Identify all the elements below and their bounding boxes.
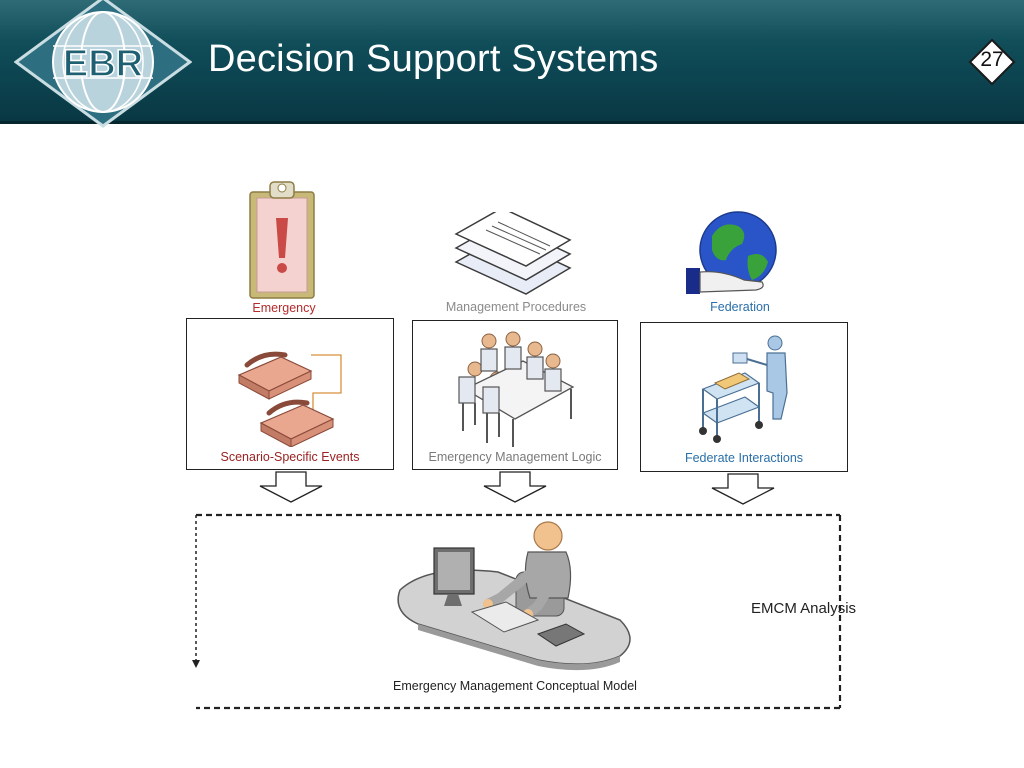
header-shine <box>0 0 1024 40</box>
ebr-logo: EBR <box>14 0 192 128</box>
logo-text: EBR <box>63 43 143 85</box>
page-number: 27 <box>980 48 1004 71</box>
clipboard-alert-icon <box>249 181 315 299</box>
box-label-scenario-events: Scenario-Specific Events <box>220 450 360 464</box>
emcm-analysis-label: EMCM Analysis <box>751 600 857 617</box>
analyst-workstation-icon <box>397 521 631 671</box>
arrow-down-interactions <box>711 473 775 505</box>
document-stack-icon <box>454 212 572 295</box>
box-label-federate-interactions: Federate Interactions <box>684 451 804 465</box>
globe-hand-icon <box>686 211 777 294</box>
source-label-procedures: Management Procedures <box>445 300 587 314</box>
emcm-diagram: Emergency Management Procedures Federati… <box>0 124 1024 768</box>
arrow-down-scenario <box>259 471 323 503</box>
source-label-emergency: Emergency <box>252 301 316 315</box>
frame-left-arrowhead <box>192 660 200 668</box>
flow-lines <box>192 471 842 710</box>
meeting-table-icon <box>458 331 575 447</box>
source-label-federation: Federation <box>710 300 770 314</box>
page-number-badge <box>968 38 1016 86</box>
box-label-management-logic: Emergency Management Logic <box>428 450 602 464</box>
box-management-logic: Emergency Management Logic <box>412 320 618 470</box>
conceptual-model-label: Emergency Management Conceptual Model <box>393 679 637 693</box>
cart-worker-icon <box>699 335 788 443</box>
slide-title: Decision Support Systems <box>208 38 659 80</box>
arrow-down-logic <box>483 471 547 503</box>
box-federate-interactions: Federate Interactions <box>640 322 848 472</box>
box-scenario-events: Scenario-Specific Events <box>186 318 394 470</box>
slide-header: EBR Decision Support Systems 27 <box>0 0 1024 128</box>
telephones-icon <box>237 351 342 447</box>
